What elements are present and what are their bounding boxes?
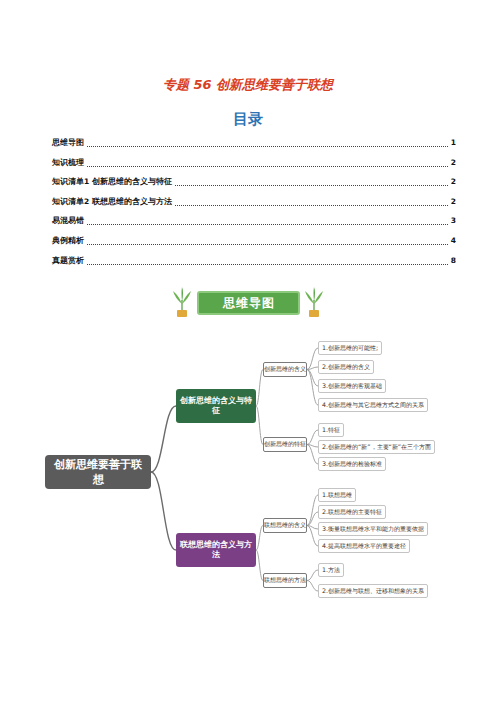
node-text: 4.提高联想思维水平的重要途径 [322,542,406,551]
node-text: 思维导图 [223,295,275,312]
toc-page-number: 3 [449,216,456,225]
toc-entry: 知识梳理 [52,158,86,168]
page-title: 专题 56 创新思维要善于联想 [0,76,496,94]
toc-page-number: 1 [449,138,456,147]
toc-page-number: 2 [449,177,456,186]
toc-leader [52,244,450,245]
sub-branch: 创新思维的含义 [263,362,307,377]
branch-connector [151,472,176,550]
toc-page-number: 8 [449,256,456,265]
toc-leader [52,224,450,225]
branch-connector [256,550,263,581]
branch-connector [307,526,318,547]
root-topic: 创新思维要善于联想 [45,455,151,489]
node-text: 联想思维的含义与方法 [180,540,252,560]
toc-page-number: 4 [449,236,456,245]
sub-branch: 创新思维的特征 [263,437,307,452]
leaf-topic: 4.提高联想思维水平的重要途径 [318,539,410,553]
toc-entry: 典例精析 [52,236,86,246]
branch-connector [256,526,263,551]
node-text: 2.联想思维的主要特征 [322,508,382,517]
leaf-topic: 2.创新思维与联想、迁移和想象的关系 [318,584,428,598]
node-text: 创新思维的含义 [264,365,306,374]
toc-entry: 知识清单2 联想思维的含义与方法 [52,197,174,207]
branch-connector [307,526,318,530]
leaf-topic: 3.创新思维的客观基础 [318,379,386,393]
branch-connector [307,370,318,387]
node-text: 2.创新思维的含义 [322,363,370,372]
branch-connector [307,512,318,526]
toc-leader [52,264,450,265]
leaf-topic: 1.方法 [318,563,344,577]
node-text: 3.创新思维的检验标准 [322,460,382,469]
sub-branch: 联想思维的方法 [263,573,307,588]
toc-entry: 易混易错 [52,216,86,226]
toc-entry: 思维导图 [52,138,86,148]
leaf-topic: 1.特征 [318,423,344,437]
plant-icon [173,287,191,317]
toc-entry: 真题赏析 [52,256,86,266]
leaf-topic: 2.联想思维的主要特征 [318,505,386,519]
toc-leader [52,146,450,147]
node-text: 联想思维的方法 [264,576,306,585]
node-text: 1.特征 [322,426,340,435]
node-text: 创新思维的含义与特征 [180,396,252,416]
branch-connector [307,370,318,406]
node-text: 1.方法 [322,566,340,575]
leaf-topic: 2.创新思维的含义 [318,360,374,374]
toc-entry: 知识清单1 创新思维的含义与特征 [52,177,174,187]
branch-connector [307,445,318,465]
branch-connector [307,430,318,445]
branch-connector [256,370,263,407]
node-text: 创新思维的特征 [264,440,306,449]
toc-leader [52,166,450,167]
leaf-topic: 1.创新思维的可能性; [318,341,382,355]
node-text: 联想思维的含义 [264,521,306,530]
branch-connector [256,406,263,445]
leaf-topic: 1.联想思维 [318,488,356,502]
node-text: 创新思维要善于联想 [49,457,147,487]
node-text: 2.创新思维与联想、迁移和想象的关系 [322,587,424,596]
node-text: 4.创新思维与其它思维方式之间的关系 [322,401,424,410]
node-text: 1.创新思维的可能性; [322,344,378,353]
branch-connector [307,348,318,370]
branch-connector [151,406,176,472]
node-text: 3.衡量联想思维水平和能力的重要依据 [322,525,424,534]
sub-branch: 联想思维的含义 [263,518,307,533]
main-branch: 联想思维的含义与方法 [176,533,256,567]
leaf-topic: 4.创新思维与其它思维方式之间的关系 [318,398,428,412]
plant-icon [305,287,323,317]
leaf-topic: 2.创新思维的“新”，主要“新”在三个方面 [318,440,435,454]
leaf-topic: 3.衡量联想思维水平和能力的重要依据 [318,522,428,536]
branch-connector [307,495,318,526]
toc-heading: 目录 [0,110,496,129]
toc-page-number: 2 [449,197,456,206]
branch-connector [307,445,318,448]
branch-connector [307,570,318,581]
node-text: 1.联想思维 [322,491,352,500]
branch-connector [307,367,318,370]
section-banner: 思维导图 [197,291,300,315]
toc-page-number: 2 [449,158,456,167]
node-text: 3.创新思维的客观基础 [322,382,382,391]
leaf-topic: 3.创新思维的检验标准 [318,457,386,471]
branch-connector [307,581,318,592]
main-branch: 创新思维的含义与特征 [176,389,256,423]
node-text: 2.创新思维的“新”，主要“新”在三个方面 [322,443,431,452]
